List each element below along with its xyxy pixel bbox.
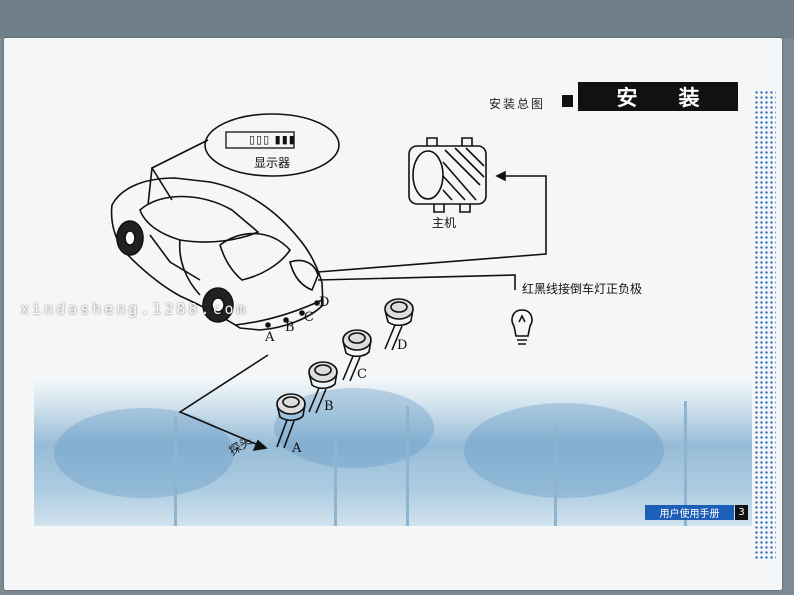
sensor-label-a: A [292, 441, 302, 456]
watermark: xindasheng.1288.com [20, 300, 249, 318]
page-title: 安 装 [578, 82, 738, 111]
car-point-c: C [304, 310, 314, 325]
car-point-d: D [319, 295, 330, 310]
background-illustration [34, 378, 752, 526]
foliage-shape [54, 408, 234, 498]
probe-arrow [252, 439, 268, 452]
sensor-probe-b [308, 361, 338, 414]
sensor-probe-a [276, 393, 306, 449]
wire-connection-line [317, 274, 516, 290]
host-unit-icon [408, 137, 487, 213]
display-readout: ▯▯▯ ▮▮▮ [249, 133, 296, 146]
tree-trunk [406, 406, 409, 526]
car-point-b: B [285, 320, 295, 335]
display-callout [204, 113, 340, 177]
section-marker [562, 95, 573, 107]
title-char: 安 [616, 85, 638, 110]
sensor-probe-c [342, 329, 372, 382]
title-char: 装 [678, 85, 700, 110]
display-label: 显示器 [254, 156, 291, 170]
display-icon [225, 131, 295, 149]
dot-border [754, 90, 776, 560]
tree-trunk [554, 426, 557, 526]
sensor-label-c: C [357, 367, 367, 382]
manual-footer-label: 用户使用手册 [645, 505, 734, 520]
probe-pointer-line [178, 354, 269, 445]
wire-note: 红黑线接倒车灯正负极 [522, 282, 643, 296]
tree-trunk [684, 401, 687, 526]
tree-trunk [174, 416, 177, 526]
host-label: 主机 [432, 216, 457, 230]
display-pointer-line [147, 139, 209, 206]
sensor-probe-d [384, 298, 414, 351]
tree-trunk [334, 436, 337, 526]
section-label: 安装总图 [489, 97, 546, 111]
host-connection-line [317, 175, 547, 273]
car-illustration [110, 177, 324, 331]
foliage-shape [464, 403, 664, 498]
sensor-label-b: B [324, 399, 334, 414]
background-strip [0, 0, 794, 38]
bulb-icon [511, 309, 533, 345]
sensor-label-d: D [397, 338, 408, 353]
host-arrow [495, 170, 506, 182]
page-number: 3 [735, 505, 748, 520]
car-point-a: A [265, 330, 275, 345]
